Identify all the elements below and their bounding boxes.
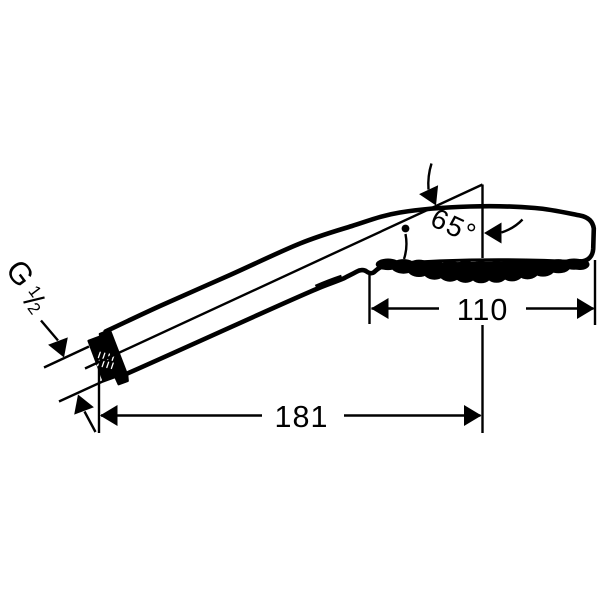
svg-text:181: 181 <box>275 400 329 434</box>
svg-text:110: 110 <box>457 293 509 327</box>
